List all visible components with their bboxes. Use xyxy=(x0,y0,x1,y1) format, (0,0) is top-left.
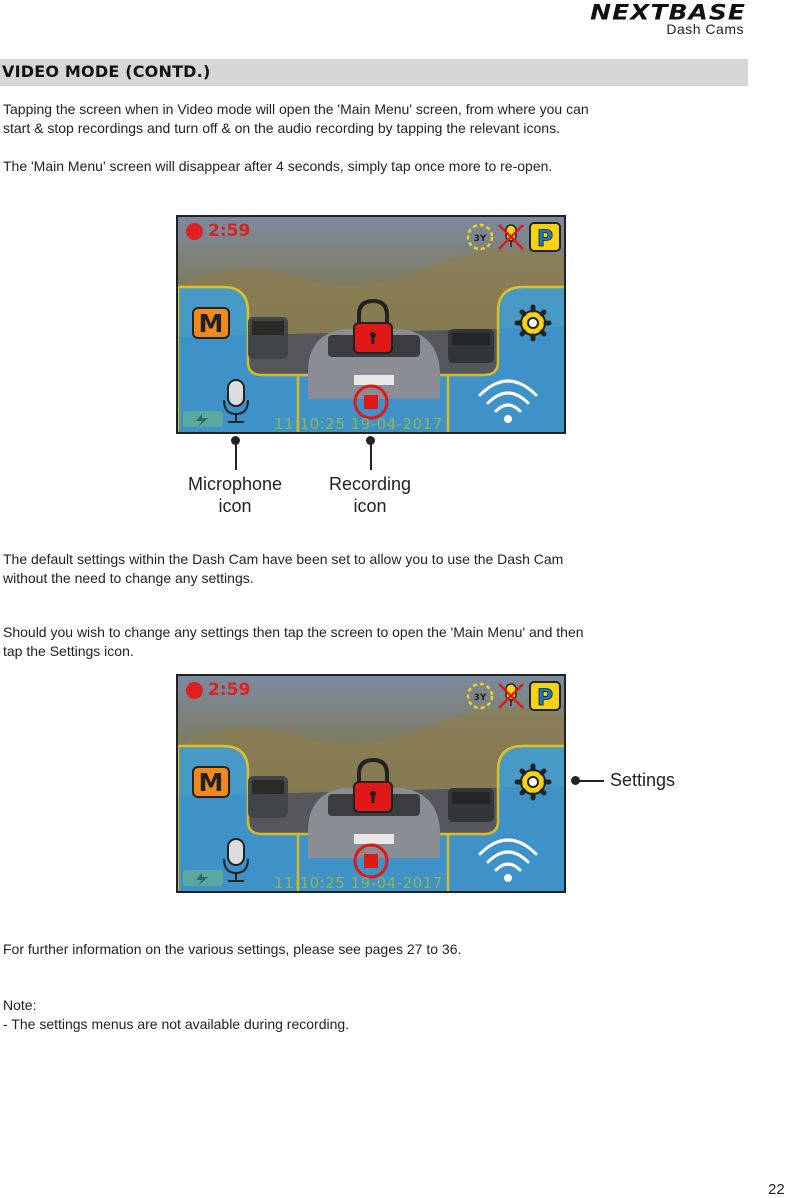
record-icon xyxy=(353,843,389,879)
recording-callout-line1: Recording xyxy=(328,474,412,494)
section-title-bar: VIDEO MODE (CONTD.) xyxy=(0,59,748,86)
further-info-paragraph: For further information on the various s… xyxy=(3,941,462,957)
microphone-callout-line1: Microphone xyxy=(187,474,283,494)
microphone-callout-label: Microphone icon xyxy=(178,473,292,517)
gsensor-label: 3Y xyxy=(474,693,487,703)
page-number: 22 xyxy=(768,1181,785,1198)
microphone-icon xyxy=(223,838,249,882)
main-menu-screen-1[interactable]: M xyxy=(176,215,566,434)
logo-subtitle: Dash Cams xyxy=(666,21,744,37)
default-settings-line-2: without the need to change any settings. xyxy=(3,570,254,586)
microphone-icon xyxy=(223,379,249,423)
mic-muted-icon xyxy=(498,683,524,709)
parking-letter: P xyxy=(537,686,553,711)
timestamp-overlay: 11:10:25 19-04-2017 xyxy=(274,415,443,433)
menu-overlay xyxy=(178,744,564,891)
screen-1-graphics: M xyxy=(178,222,564,432)
recording-callout-line xyxy=(370,440,372,470)
change-settings-line-2: tap the Settings icon. xyxy=(3,643,134,659)
change-settings-paragraph: Should you wish to change any settings t… xyxy=(3,623,713,661)
note-block: Note: - The settings menus are not avail… xyxy=(3,996,713,1034)
parking-icon: P xyxy=(529,222,561,252)
wifi-icon xyxy=(478,379,538,423)
note-title: Note: xyxy=(3,997,37,1013)
intro-paragraph: Tapping the screen when in Video mode wi… xyxy=(3,100,713,138)
main-menu-screen-2[interactable]: M xyxy=(176,674,566,893)
recording-time: 2:59 xyxy=(208,221,251,241)
mic-muted-icon xyxy=(498,224,524,250)
mode-button: M xyxy=(192,307,230,339)
menu-overlay xyxy=(178,285,564,432)
note-line: - The settings menus are not available d… xyxy=(3,1016,350,1032)
mode-letter: M xyxy=(199,768,224,797)
section-title: VIDEO MODE (CONTD.) xyxy=(2,62,211,81)
gsensor-icon: 3Y xyxy=(466,223,494,251)
lock-icon xyxy=(353,757,393,813)
parking-letter: P xyxy=(537,227,553,252)
microphone-callout-line2: icon xyxy=(218,496,252,516)
screen-2-graphics: M xyxy=(178,681,564,891)
mode-button: M xyxy=(192,766,230,798)
recording-indicator-dot xyxy=(186,682,203,699)
gsensor-icon: 3Y xyxy=(466,682,494,710)
gear-icon xyxy=(514,304,552,342)
power-icon xyxy=(183,870,223,886)
default-settings-line-1: The default settings within the Dash Cam… xyxy=(3,551,564,567)
nextbase-logo: NEXTBASE Dash Cams xyxy=(524,0,746,38)
car-left xyxy=(248,317,288,359)
car-right xyxy=(448,329,494,363)
timestamp-overlay: 11:10:25 19-04-2017 xyxy=(274,874,443,892)
change-settings-line-1: Should you wish to change any settings t… xyxy=(3,624,584,640)
recording-callout-line2: icon xyxy=(353,496,387,516)
car-center xyxy=(308,788,440,858)
gsensor-label: 3Y xyxy=(474,234,487,244)
car-center xyxy=(308,329,440,399)
parking-icon: P xyxy=(529,681,561,711)
settings-callout-line xyxy=(575,780,604,782)
recording-callout-label: Recording icon xyxy=(318,473,422,517)
settings-callout-label: Settings xyxy=(610,770,676,790)
intro-line-1: Tapping the screen when in Video mode wi… xyxy=(3,101,589,117)
mode-letter: M xyxy=(199,309,224,338)
car-left xyxy=(248,776,288,818)
intro-line-2: start & stop recordings and turn off & o… xyxy=(3,120,560,136)
power-icon xyxy=(183,411,223,427)
wifi-icon xyxy=(478,838,538,882)
record-icon xyxy=(353,384,389,420)
menu-timeout-paragraph: The 'Main Menu' screen will disappear af… xyxy=(3,158,553,174)
logo-brand-text: NEXTBASE xyxy=(590,0,746,25)
gear-icon xyxy=(514,763,552,801)
recording-indicator-dot xyxy=(186,223,203,240)
car-right xyxy=(448,788,494,822)
default-settings-paragraph: The default settings within the Dash Cam… xyxy=(3,550,713,588)
recording-time: 2:59 xyxy=(208,680,251,700)
microphone-callout-line xyxy=(235,440,237,470)
lock-icon xyxy=(353,298,393,354)
